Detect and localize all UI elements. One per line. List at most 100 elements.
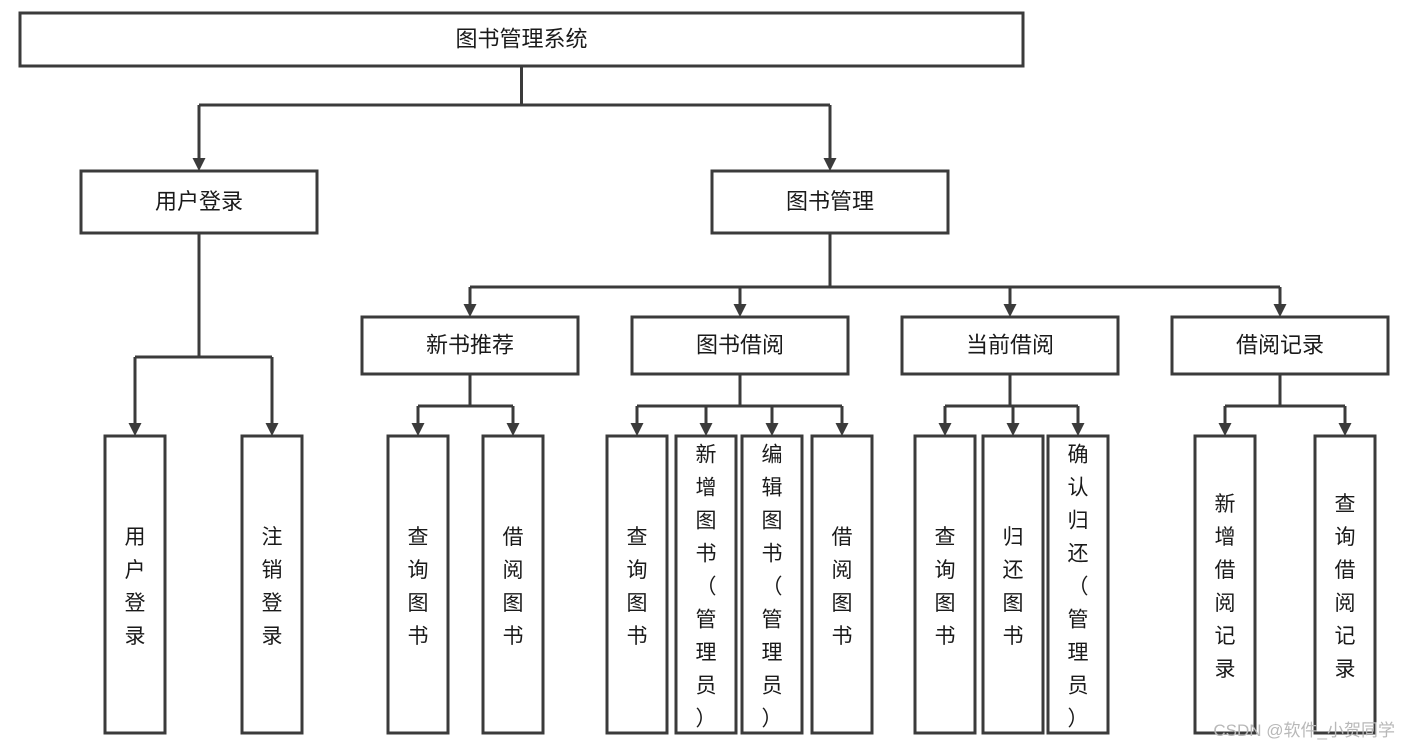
node-label-book-manage: 图书管理 bbox=[786, 189, 874, 214]
label-char: （ bbox=[762, 576, 783, 599]
arrow-head-icon bbox=[733, 304, 747, 317]
node-current-borrow[interactable]: 当前借阅 bbox=[900, 315, 1120, 376]
node-box-book-borrow bbox=[630, 315, 850, 376]
node-leaf-query-record[interactable]: 查询借阅记录 bbox=[1313, 434, 1377, 735]
label-char: 管 bbox=[762, 609, 783, 632]
node-leaf-add-record[interactable]: 新增借阅记录 bbox=[1193, 434, 1257, 735]
label-char: 辑 bbox=[762, 477, 783, 500]
arrow-head-icon bbox=[823, 158, 837, 171]
label-char: 询 bbox=[1335, 526, 1356, 549]
label-char: ） bbox=[696, 708, 717, 731]
node-box-leaf-borrow-book-1 bbox=[481, 434, 545, 735]
node-root[interactable]: 图书管理系统 bbox=[18, 11, 1025, 68]
node-label-current-borrow: 当前借阅 bbox=[966, 332, 1054, 357]
label-char: 员 bbox=[762, 675, 783, 698]
label-char: 记 bbox=[1335, 625, 1356, 648]
label-char: 还 bbox=[1003, 559, 1024, 582]
label-char: 管 bbox=[1068, 609, 1089, 632]
node-user-login[interactable]: 用户登录 bbox=[79, 169, 319, 235]
node-box-leaf-query-book-3 bbox=[913, 434, 977, 735]
node-leaf-borrow-book-1[interactable]: 借阅图书 bbox=[481, 434, 545, 735]
label-char: 书 bbox=[408, 625, 429, 648]
node-book-manage[interactable]: 图书管理 bbox=[710, 169, 950, 235]
node-label-leaf-borrow-book-2: 借阅图书 bbox=[832, 526, 853, 648]
label-char: 图 bbox=[503, 592, 524, 615]
label-char: 书 bbox=[627, 625, 648, 648]
node-box-leaf-query-book-1 bbox=[386, 434, 450, 735]
node-label-leaf-user-login: 用户登录 bbox=[125, 526, 146, 648]
edge-group-current-borrow bbox=[938, 374, 1085, 436]
node-box-book-manage bbox=[710, 169, 950, 235]
node-new-book-rec[interactable]: 新书推荐 bbox=[360, 315, 580, 376]
label-char: 户 bbox=[125, 559, 146, 582]
node-leaf-confirm-return[interactable]: 确认归还（管理员） bbox=[1046, 434, 1110, 735]
edge-group-book-manage bbox=[463, 233, 1287, 317]
label-char: 认 bbox=[1068, 477, 1089, 500]
arrow-head-icon bbox=[463, 304, 477, 317]
label-char: 新 bbox=[1215, 493, 1236, 516]
label-char: 图 bbox=[935, 592, 956, 615]
node-leaf-borrow-book-2[interactable]: 借阅图书 bbox=[810, 434, 874, 735]
node-book-borrow[interactable]: 图书借阅 bbox=[630, 315, 850, 376]
node-box-leaf-edit-book bbox=[740, 434, 804, 735]
label-char: 录 bbox=[1335, 658, 1356, 681]
label-char: ） bbox=[1068, 708, 1089, 731]
label-char: 书 bbox=[935, 625, 956, 648]
node-label-new-book-rec: 新书推荐 bbox=[426, 332, 514, 357]
label-char: 录 bbox=[262, 625, 283, 648]
node-label-borrow-record: 借阅记录 bbox=[1236, 332, 1324, 357]
node-leaf-query-book-2[interactable]: 查询图书 bbox=[605, 434, 669, 735]
node-box-current-borrow bbox=[900, 315, 1120, 376]
label-char: 归 bbox=[1068, 510, 1089, 533]
label-char: 归 bbox=[1003, 526, 1024, 549]
node-leaf-query-book-1[interactable]: 查询图书 bbox=[386, 434, 450, 735]
label-char: 新 bbox=[696, 444, 717, 467]
node-leaf-query-book-3[interactable]: 查询图书 bbox=[913, 434, 977, 735]
label-char: 询 bbox=[627, 559, 648, 582]
node-leaf-add-book[interactable]: 新增图书（管理员） bbox=[674, 434, 738, 735]
arrow-head-icon bbox=[128, 423, 142, 436]
label-char: 书 bbox=[503, 625, 524, 648]
label-char: 阅 bbox=[832, 559, 853, 582]
label-char: 查 bbox=[935, 526, 956, 549]
label-char: 查 bbox=[408, 526, 429, 549]
node-box-user-login bbox=[79, 169, 319, 235]
arrow-head-icon bbox=[630, 423, 644, 436]
edge-group-root bbox=[192, 66, 837, 171]
node-label-book-borrow: 图书借阅 bbox=[696, 332, 784, 357]
node-box-leaf-user-login bbox=[103, 434, 167, 735]
arrow-head-icon bbox=[192, 158, 206, 171]
label-char: 阅 bbox=[1335, 592, 1356, 615]
node-leaf-edit-book[interactable]: 编辑图书（管理员） bbox=[740, 434, 804, 735]
label-char: 图 bbox=[1003, 592, 1024, 615]
label-char: 理 bbox=[762, 642, 783, 665]
node-label-root: 图书管理系统 bbox=[455, 26, 587, 51]
node-leaf-return-book[interactable]: 归还图书 bbox=[981, 434, 1045, 735]
edge-group-book-borrow bbox=[630, 374, 849, 436]
node-box-leaf-query-book-2 bbox=[605, 434, 669, 735]
label-char: 阅 bbox=[503, 559, 524, 582]
label-char: 理 bbox=[1068, 642, 1089, 665]
arrow-head-icon bbox=[1003, 304, 1017, 317]
label-char: 理 bbox=[696, 642, 717, 665]
node-box-root bbox=[18, 11, 1025, 68]
node-borrow-record[interactable]: 借阅记录 bbox=[1170, 315, 1390, 376]
edge-group-borrow-record bbox=[1218, 374, 1352, 436]
label-char: 书 bbox=[1003, 625, 1024, 648]
node-label-leaf-query-book-2: 查询图书 bbox=[627, 526, 648, 648]
label-char: 借 bbox=[832, 526, 853, 549]
label-char: 用 bbox=[125, 526, 146, 549]
label-char: 图 bbox=[832, 592, 853, 615]
node-box-leaf-return-book bbox=[981, 434, 1045, 735]
label-char: 借 bbox=[503, 526, 524, 549]
node-leaf-user-logout[interactable]: 注销登录 bbox=[240, 434, 304, 735]
node-leaf-user-login[interactable]: 用户登录 bbox=[103, 434, 167, 735]
label-char: 询 bbox=[408, 559, 429, 582]
arrow-head-icon bbox=[1338, 423, 1352, 436]
label-char: 销 bbox=[262, 559, 283, 582]
label-char: 图 bbox=[627, 592, 648, 615]
node-label-leaf-add-book: 新增图书（管理员） bbox=[696, 444, 717, 731]
arrow-head-icon bbox=[1218, 423, 1232, 436]
label-char: 增 bbox=[1215, 526, 1236, 549]
